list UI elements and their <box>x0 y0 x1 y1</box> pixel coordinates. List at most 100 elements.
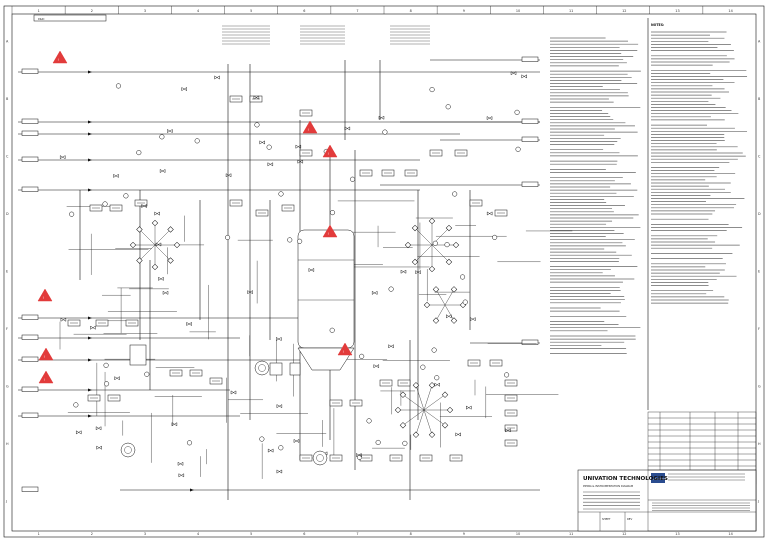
warning-triangle-icon <box>38 347 54 361</box>
instrument-diamond-icon <box>445 258 453 266</box>
instrument-bubble-icon <box>504 372 510 378</box>
zone-label-bottom: 13 <box>675 532 679 536</box>
instrument-bubble-icon <box>144 371 150 377</box>
header-tag: P&ID <box>38 17 44 21</box>
zone-label-left: H <box>6 442 9 446</box>
instrument-bubble-icon <box>69 211 75 217</box>
zone-label-top: 8 <box>410 9 412 13</box>
instrument-bubble-icon <box>431 347 437 353</box>
instrument-diamond-icon <box>136 257 143 264</box>
zone-label-bottom: 8 <box>410 532 412 536</box>
warning-mark: ! <box>43 296 44 300</box>
notes-text-right <box>651 31 748 304</box>
distribution-branch <box>139 244 156 261</box>
zone-label-bottom: 4 <box>197 532 199 536</box>
warning-mark: ! <box>58 58 59 62</box>
pump-impeller <box>258 364 266 372</box>
instrument-bubble-icon <box>278 445 284 451</box>
valve-icon <box>230 390 237 395</box>
line-tag-box <box>21 356 39 362</box>
valve-icon <box>155 242 162 247</box>
instrument-diamond-icon <box>167 257 174 264</box>
zone-label-left: J <box>5 499 7 503</box>
valve-icon <box>344 126 351 131</box>
title-block: Univation UNIVATION TECHNOLOGIES PIPING … <box>577 469 757 532</box>
flow-arrow-icon <box>88 414 92 418</box>
zone-label-bottom: 12 <box>622 532 626 536</box>
pump-icon <box>312 450 328 466</box>
valve-icon <box>378 115 385 120</box>
zone-label-top: 9 <box>463 9 465 13</box>
zone-label-top: 10 <box>516 9 520 13</box>
instrument-bubble-icon <box>266 144 272 150</box>
warning-mark: ! <box>44 378 45 382</box>
valve-icon <box>167 129 173 134</box>
valve-icon <box>267 448 274 453</box>
sheet-label: SHEET <box>602 517 611 521</box>
valve-icon <box>470 317 476 322</box>
instrument-diamond-icon <box>399 422 407 429</box>
line-tag-box <box>521 56 539 62</box>
valve-icon <box>486 211 493 216</box>
distribution-branch <box>431 244 450 263</box>
valve-icon <box>388 344 394 349</box>
zone-label-left: F <box>6 327 8 331</box>
instrument-diamond-icon <box>441 391 449 398</box>
valve-icon <box>177 461 184 466</box>
instrument-bubble-icon <box>254 122 260 128</box>
instrument-bubble-icon <box>462 299 468 305</box>
line-tag-box <box>21 314 39 320</box>
instrument-bubble-icon <box>460 274 466 280</box>
warning-triangle-icon <box>37 288 53 302</box>
instrument-bubble-icon <box>349 176 356 182</box>
instrument-diamond-icon <box>441 422 449 429</box>
instrument-bubble-icon <box>186 440 193 446</box>
instrument-diamond-icon <box>428 217 436 225</box>
instrument-bubble-icon <box>445 104 451 110</box>
zone-label-top: 14 <box>728 9 732 13</box>
zone-label-top: 5 <box>250 9 252 13</box>
instrument-diamond-icon <box>151 263 159 271</box>
instrument-bubble-icon <box>434 375 440 381</box>
zone-label-right: G <box>758 384 761 388</box>
valve-icon <box>76 430 82 435</box>
distribution-branch <box>435 289 446 306</box>
drawing-type: PIPING & INSTRUMENTATION DIAGRAM <box>583 484 633 488</box>
instrument-bubble-icon <box>402 440 408 446</box>
pump-icon <box>120 442 136 458</box>
valve-icon <box>253 95 260 100</box>
distribution-branch <box>435 304 446 321</box>
rev-label: REV <box>627 517 632 521</box>
zone-label-bottom: 14 <box>728 532 732 536</box>
zone-label-right: F <box>758 327 760 331</box>
line-tag-box <box>21 412 39 418</box>
instrument-bubble-icon <box>103 362 109 368</box>
company-name: UNIVATION TECHNOLOGIES <box>583 476 668 482</box>
valve-icon <box>141 203 147 209</box>
instrument-bubble-icon <box>104 381 110 387</box>
valve-icon <box>59 155 66 160</box>
distribution-branch <box>444 304 455 321</box>
line-tag-box <box>21 334 39 340</box>
valve-icon <box>90 325 96 330</box>
instrument-bubble-icon <box>287 237 293 243</box>
flow-arrow-icon <box>88 316 92 320</box>
zone-label-top: 13 <box>675 9 679 13</box>
line-tag-box <box>21 68 39 74</box>
valve-icon <box>171 422 178 427</box>
instrument-diamond-icon <box>450 286 458 293</box>
flow-arrow-icon <box>88 132 92 136</box>
valve-icon <box>356 453 362 458</box>
warning-mark: ! <box>343 350 344 354</box>
instrument-diamond-icon <box>412 382 420 389</box>
warning-triangle-icon <box>38 370 54 384</box>
instrument-bubble-icon <box>115 83 122 89</box>
zone-label-top: 4 <box>197 9 199 13</box>
distribution-branch <box>444 289 455 306</box>
instrument-diamond-icon <box>411 224 419 232</box>
distribution-branch <box>415 385 425 411</box>
zone-label-bottom: 1 <box>38 532 40 536</box>
zone-label-top: 6 <box>303 9 305 13</box>
pump-icon <box>254 360 270 376</box>
